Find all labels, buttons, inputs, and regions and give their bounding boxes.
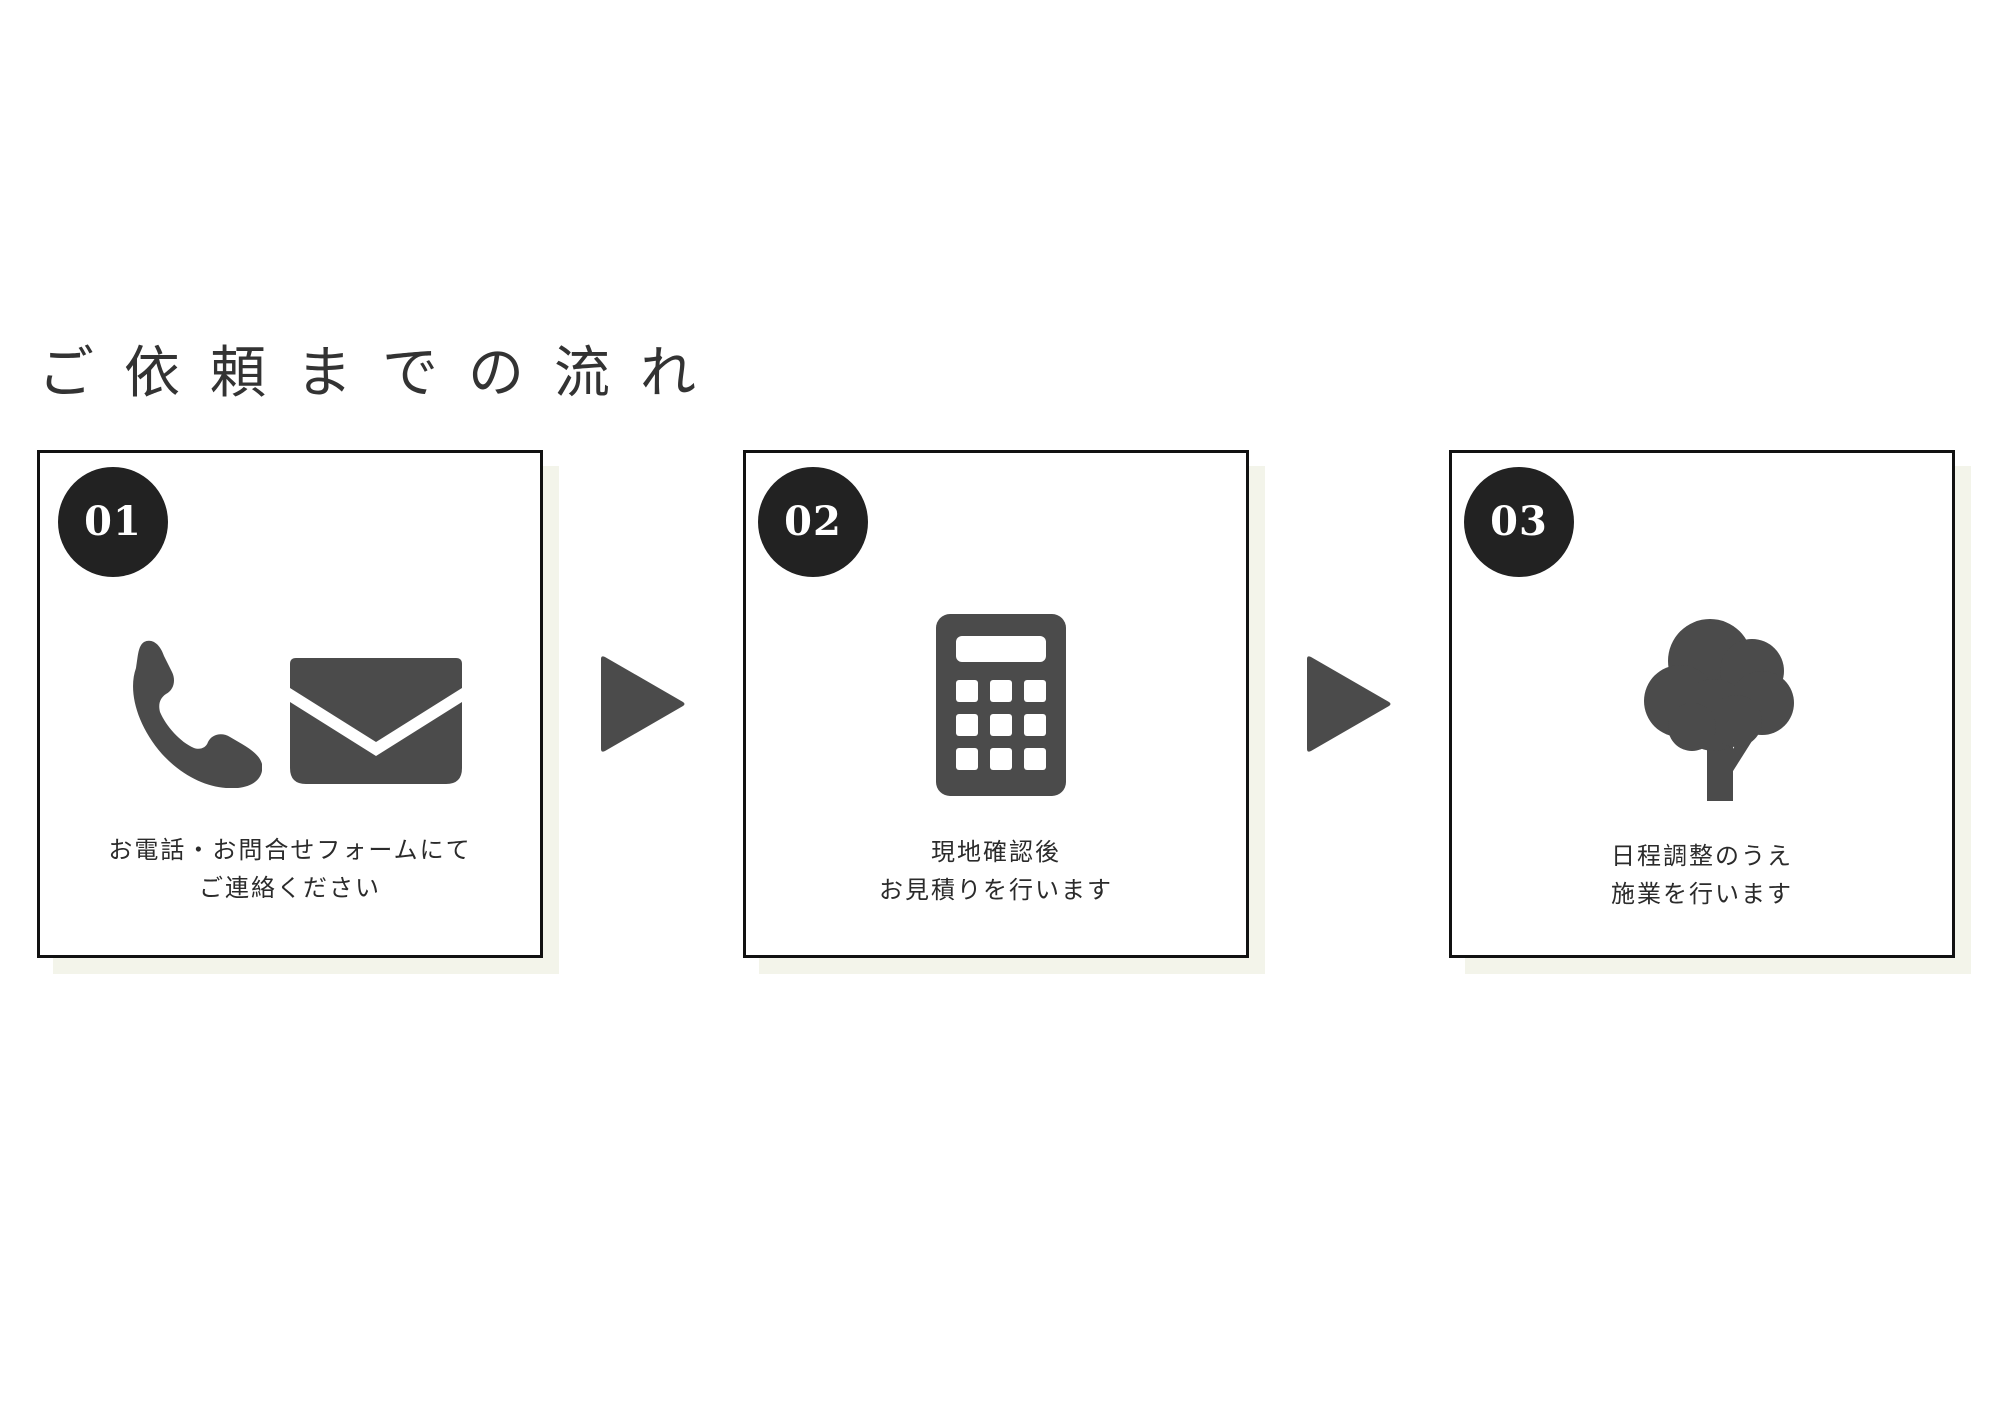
envelope-icon xyxy=(290,658,462,784)
step-number-badge: 02 xyxy=(758,467,868,577)
step-description-line: ご連絡ください xyxy=(199,874,381,902)
step-description-line: お電話・お問合せフォームにて xyxy=(108,836,472,864)
calculator-icon xyxy=(936,614,1066,796)
step-number-badge: 01 xyxy=(58,467,168,577)
tree-icon xyxy=(1644,619,1794,801)
step-card-1: 01 お電話・お問合せフォームにて ご連絡ください xyxy=(37,450,543,958)
step-description: 現地確認後 お見積りを行います xyxy=(746,833,1246,909)
step-description-line: 現地確認後 xyxy=(931,838,1061,866)
step-number-badge: 03 xyxy=(1464,467,1574,577)
page-title: ご依頼までの流れ xyxy=(38,341,726,406)
step-description: 日程調整のうえ 施業を行います xyxy=(1452,837,1952,913)
phone-icon xyxy=(133,640,262,788)
step-description: お電話・お問合せフォームにて ご連絡ください xyxy=(40,831,540,907)
next-arrow-icon xyxy=(601,656,685,752)
step-description-line: 日程調整のうえ xyxy=(1611,842,1793,870)
step-card-3: 03 日程調整のうえ 施業を行います xyxy=(1449,450,1955,958)
step-description-line: 施業を行います xyxy=(1611,880,1793,908)
step-description-line: お見積りを行います xyxy=(879,876,1113,904)
step-card-2: 02 現地確認後 お見積りを行います xyxy=(743,450,1249,958)
next-arrow-icon xyxy=(1307,656,1391,752)
